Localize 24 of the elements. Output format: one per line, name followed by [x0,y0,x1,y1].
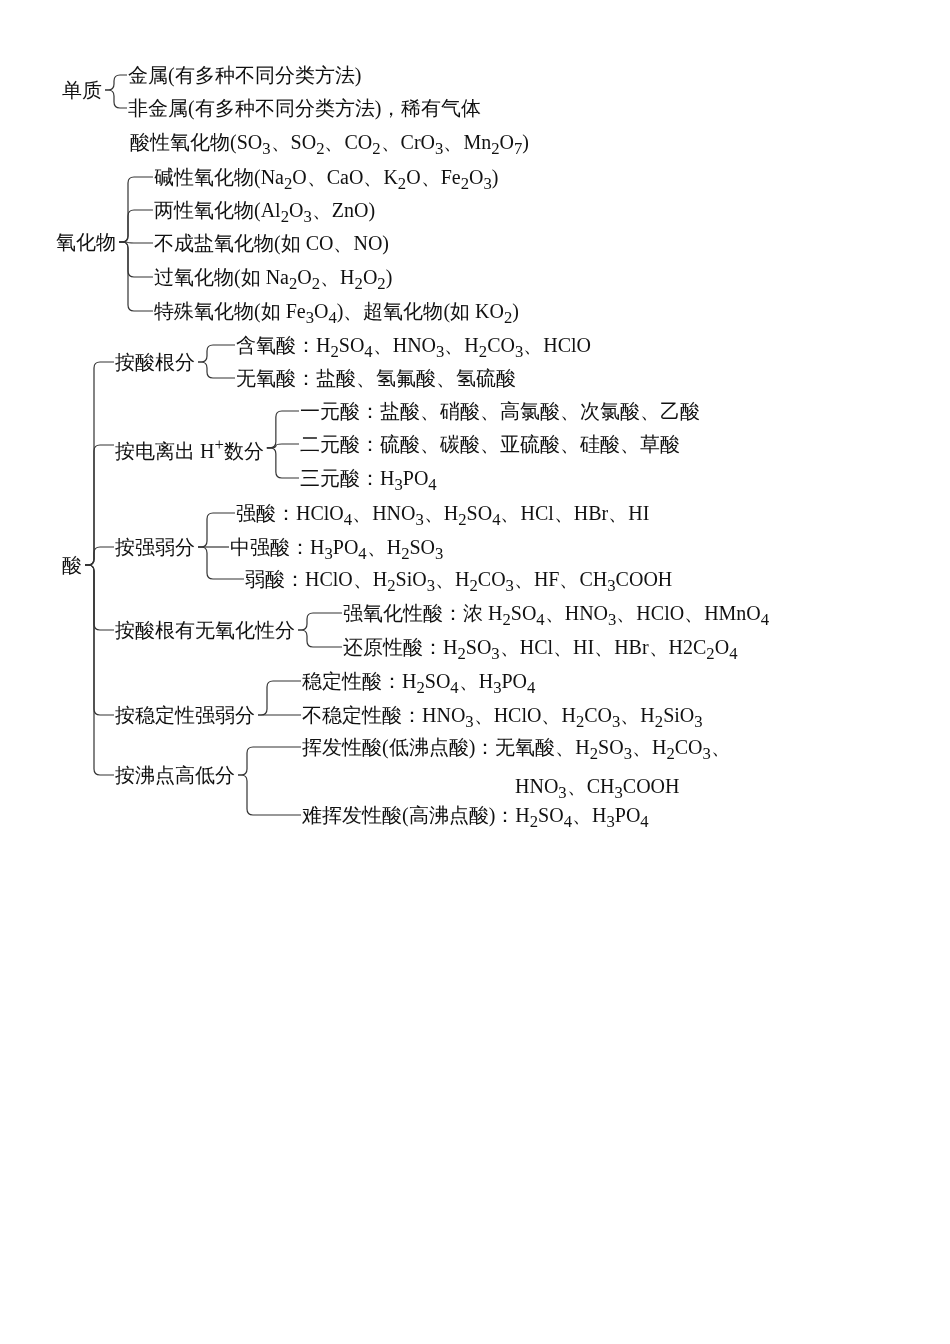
brace-line [118,241,154,312]
category-label: 按沸点高低分 [115,759,235,791]
item-text: 金属(有多种不同分类方法) [128,59,362,91]
category-label: 按强弱分 [115,531,195,563]
category-label: 按酸根分 [115,346,195,378]
category-label: 氧化物 [56,226,116,258]
item-text: 酸性氧化物(SO$_{3}$、SO$_{2}$、CO$_{2}$、CrO$_{3}$、Mn$_{2}$O$_{7}$) [130,130,529,160]
brace-line [297,629,343,648]
category-label: 按稳定性强弱分 [115,699,255,731]
item-text: 非金属(有多种不同分类方法)，稀有气体 [128,92,482,124]
category-label: 酸 [62,549,82,581]
brace-line [257,714,302,716]
category-label: 单质 [62,74,102,106]
brace-line [237,774,302,816]
brace-line [197,546,245,580]
item-text: 难挥发性酸(高沸点酸)：H$_{2}$SO$_{4}$、H$_{3}$PO$_{4}$ [302,799,649,838]
brace-line [84,564,115,776]
brace-line [104,89,128,109]
item-text: 一元酸：盐酸、硝酸、高氯酸、次氯酸、乙酸 [300,395,700,427]
brace-line [266,447,300,479]
brace-line [197,361,236,379]
category-label: 按电离出 H$^{+}$数分 [115,429,264,467]
category-label: 按酸根有无氧化性分 [115,614,295,646]
item-text: 二元酸：硫酸、碳酸、亚硫酸、硅酸、草酸 [300,428,680,460]
